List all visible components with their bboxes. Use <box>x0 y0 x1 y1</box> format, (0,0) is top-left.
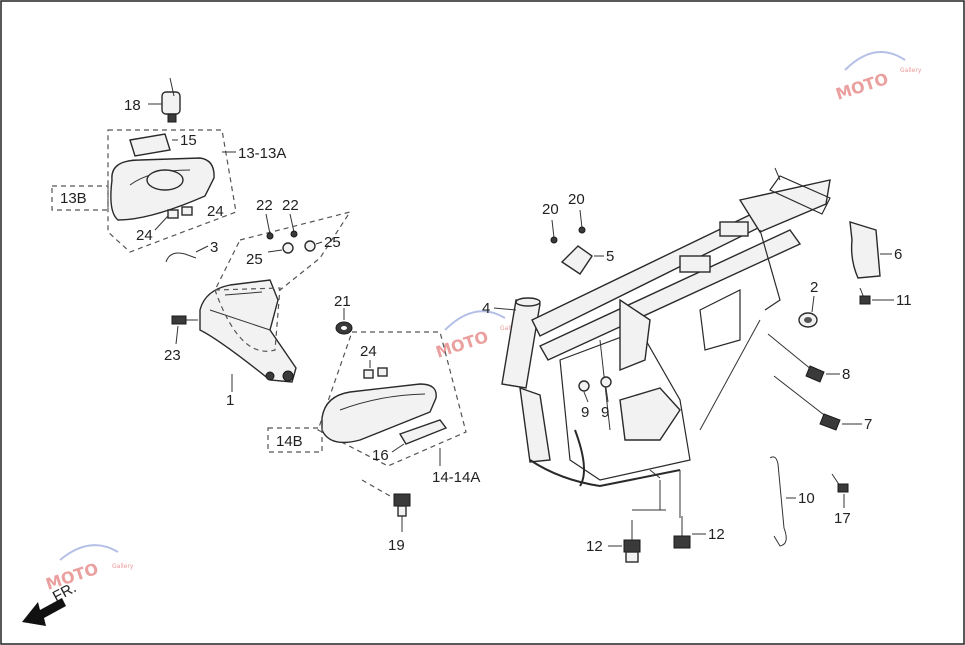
label-25-a: 25 <box>246 251 263 268</box>
label-3: 3 <box>210 239 218 256</box>
label-6: 6 <box>894 246 902 263</box>
label-17: 17 <box>834 510 851 527</box>
label-2: 2 <box>810 279 818 296</box>
part-frame: 9 9 4 <box>482 167 831 488</box>
part-22-25-fasteners: 22 22 25 25 <box>214 197 352 291</box>
label-20-b: 20 <box>568 191 585 208</box>
part-16-reflector <box>398 419 448 445</box>
label-15: 15 <box>180 132 197 149</box>
watermark-top-right: MOTO Gallery <box>833 51 922 104</box>
label-21: 21 <box>334 293 351 310</box>
label-9-b: 9 <box>601 404 609 421</box>
label-19: 19 <box>388 537 405 554</box>
part-5-bracket: 5 20 20 <box>542 191 614 275</box>
part-2-grommet: 2 <box>798 279 818 328</box>
part-24-clip-c <box>363 369 374 379</box>
part-23-bolt: 23 <box>164 315 198 364</box>
label-12-b: 12 <box>708 526 725 543</box>
label-8: 8 <box>842 366 850 383</box>
arrow-icon <box>22 598 66 626</box>
group-13-13A: 15 24 24 13B 13-13A <box>51 129 286 253</box>
label-23: 23 <box>164 347 181 364</box>
group-14-14A: 24 16 14B 14-14A <box>267 331 480 486</box>
part-24-clip-a <box>167 209 179 219</box>
label-14-14A: 14-14A <box>432 469 480 486</box>
label-22-b: 22 <box>282 197 299 214</box>
label-24-b: 24 <box>207 203 224 220</box>
part-7-bolt: 7 <box>699 319 872 433</box>
label-9-a: 9 <box>581 404 589 421</box>
part-25-washer-a <box>282 242 294 254</box>
part-12-bolts: 12 12 <box>586 470 725 563</box>
label-13B: 13B <box>60 190 87 207</box>
label-24-c: 24 <box>360 343 377 360</box>
part-11-bolt: 11 <box>859 287 912 309</box>
part-10-stand: 10 <box>769 456 815 547</box>
part-19-bolt: 19 <box>361 479 411 554</box>
label-1: 1 <box>226 392 234 409</box>
part-14-cover <box>321 383 437 444</box>
part-21-grommet: 21 <box>334 293 353 335</box>
part-25-washer-b <box>304 240 316 252</box>
part-1-airbox: 1 <box>199 279 297 409</box>
part-6-cover: 6 <box>849 221 902 279</box>
label-24-a: 24 <box>136 227 153 244</box>
svg-text:Gallery: Gallery <box>900 67 922 74</box>
label-11: 11 <box>896 292 912 309</box>
svg-text:Gallery: Gallery <box>112 563 134 570</box>
part-17-bolt: 17 <box>831 473 851 527</box>
label-7: 7 <box>864 416 872 433</box>
label-20-a: 20 <box>542 201 559 218</box>
part-3-clip: 3 <box>165 239 218 263</box>
label-16: 16 <box>372 447 389 464</box>
label-18: 18 <box>124 97 141 114</box>
label-12-a: 12 <box>586 538 603 555</box>
label-5: 5 <box>606 248 614 265</box>
label-13-13A: 13-13A <box>238 145 286 162</box>
label-10: 10 <box>798 490 815 507</box>
part-18-lock: 18 <box>124 77 181 123</box>
part-24-clip-b <box>181 206 193 216</box>
label-14B: 14B <box>276 433 303 450</box>
label-4: 4 <box>482 300 490 317</box>
label-22-a: 22 <box>256 197 273 214</box>
svg-text:MOTO: MOTO <box>433 327 490 362</box>
part-15-plate <box>129 133 171 157</box>
label-25-b: 25 <box>324 234 341 251</box>
part-8-bolt: 8 <box>767 333 850 383</box>
svg-text:MOTO: MOTO <box>833 69 890 104</box>
part-24-clip-d <box>377 367 388 377</box>
